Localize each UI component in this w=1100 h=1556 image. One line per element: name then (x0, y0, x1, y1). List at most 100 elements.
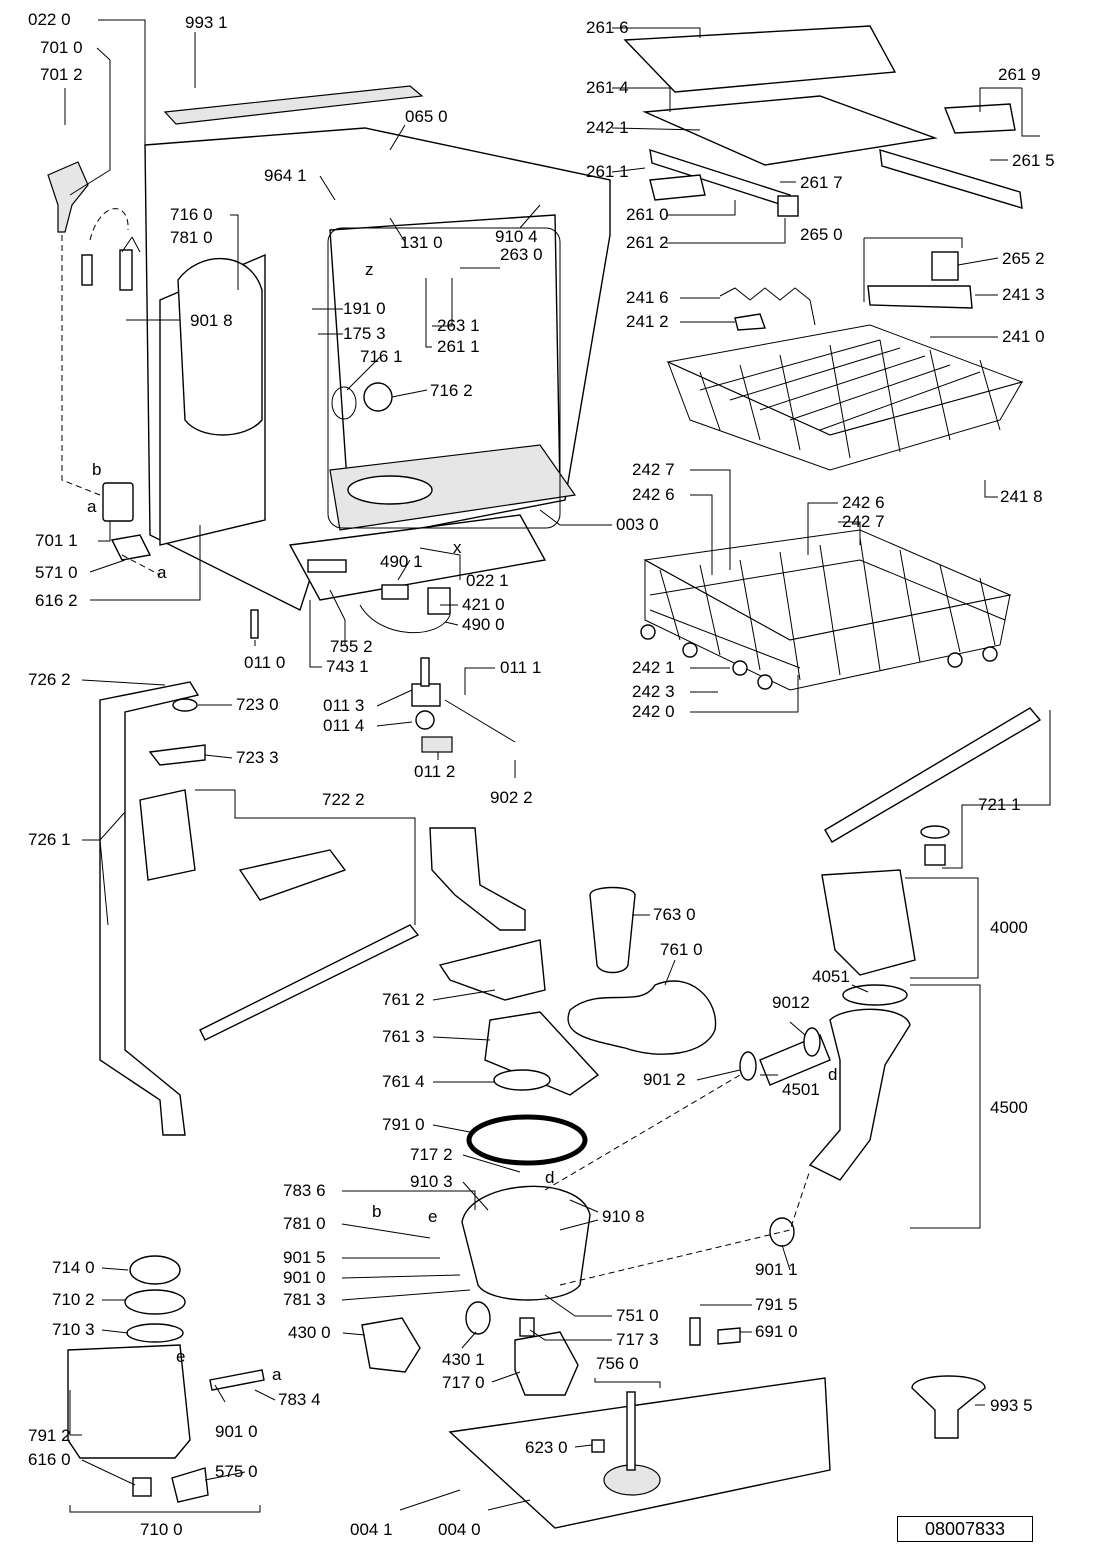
label-2427-b: 242 7 (842, 512, 885, 531)
pump-4300-part (361, 1317, 421, 1373)
bracket-2650-part (867, 285, 973, 309)
leader-lines (64, 19, 1051, 1513)
label-2631: 263 1 (437, 316, 480, 335)
label-2416: 241 6 (626, 288, 669, 307)
label-0041: 004 1 (350, 1520, 393, 1539)
label-4900: 490 0 (462, 615, 505, 634)
pad-0112-part (421, 736, 453, 753)
label-1310: 131 0 (400, 233, 443, 252)
label-7103: 710 3 (52, 1320, 95, 1339)
letter-e-2: e (176, 1347, 185, 1366)
label-6160: 616 0 (28, 1450, 71, 1469)
label-2630: 263 0 (500, 245, 543, 264)
seal-7103-part (126, 1323, 184, 1343)
foot-0113-part (411, 683, 441, 707)
letter-e-1: e (428, 1207, 437, 1226)
label-7222: 722 2 (322, 790, 365, 809)
label-7011: 701 1 (35, 531, 78, 550)
heater-7170-part (514, 1331, 579, 1396)
nut-7102-part (124, 1289, 186, 1315)
clip-2612-part (777, 195, 799, 217)
sensor-6910-part (689, 1317, 741, 1346)
label-5710: 571 0 (35, 563, 78, 582)
label-7140: 714 0 (52, 1258, 95, 1277)
label-7012: 701 2 (40, 65, 83, 84)
label-4300: 430 0 (288, 1323, 331, 1342)
label-2423: 242 3 (632, 682, 675, 701)
label-0650: 065 0 (405, 107, 448, 126)
seal-7614-part (493, 1069, 551, 1091)
label-2611-a: 261 1 (586, 162, 629, 181)
label-7261: 726 1 (28, 830, 71, 849)
label-2421-a: 242 1 (586, 118, 629, 137)
bracket-7612-part (438, 939, 546, 1001)
label-7612: 761 2 (382, 990, 425, 1009)
spring-7810-part (119, 249, 133, 291)
label-2420: 242 0 (632, 702, 675, 721)
rod-0113-part (420, 657, 430, 687)
label-1910: 191 0 (343, 299, 386, 318)
label-7160: 716 0 (170, 205, 213, 224)
door-seal-part (327, 227, 561, 529)
filter-plate-7610-part (567, 980, 717, 1055)
label-9931: 993 1 (185, 13, 228, 32)
bracket-6160-part (132, 1477, 152, 1497)
label-2412: 241 2 (626, 312, 669, 331)
label-9108: 910 8 (602, 1207, 645, 1226)
hub-7211-part (924, 844, 946, 866)
switch-5750-part (171, 1467, 209, 1503)
label-2650: 265 0 (800, 225, 843, 244)
label-9015: 901 5 (283, 1248, 326, 1267)
clamp-9012b-part (739, 1051, 757, 1081)
label-2652: 265 2 (1002, 249, 1045, 268)
bracket-2652-part (931, 251, 959, 281)
clamp-9012a-part (803, 1027, 821, 1057)
wheel-0114-part (415, 710, 435, 730)
rail-frame-part (642, 95, 938, 166)
label-0113: 011 3 (323, 696, 364, 715)
spring-left-part (81, 254, 93, 286)
label-9012-b: 901 2 (643, 1070, 686, 1089)
label-9022: 902 2 (490, 788, 533, 807)
cable-0111-part (444, 699, 516, 743)
parts-drawing (47, 25, 1042, 1529)
label-4301: 430 1 (442, 1350, 485, 1369)
label-7560: 756 0 (596, 1354, 639, 1373)
clamp-9011-part (769, 1217, 795, 1247)
label-9018: 901 8 (190, 311, 233, 330)
label-7910: 791 0 (382, 1115, 425, 1134)
connector-dash-3 (121, 554, 161, 576)
seal-7162-part (363, 382, 393, 412)
nut-7211-part (920, 825, 950, 839)
sensor-7173-part (519, 1317, 535, 1337)
base-tray-0040-part (448, 1377, 831, 1529)
label-9010-a: 901 0 (283, 1268, 326, 1287)
label-0221: 022 1 (466, 571, 509, 590)
label-7102: 710 2 (52, 1290, 95, 1309)
letter-z: z (365, 260, 374, 279)
sump-opening-part (347, 475, 433, 505)
label-7172: 717 2 (410, 1145, 453, 1164)
rail-2615-part (879, 149, 1023, 209)
label-0112: 011 2 (414, 762, 455, 781)
label-2427-a: 242 7 (632, 460, 675, 479)
top-rail-part (163, 85, 424, 125)
label-0030: 003 0 (616, 515, 659, 534)
sump-7510-part (461, 1185, 591, 1301)
label-7630: 763 0 (653, 905, 696, 924)
label-4000: 4000 (990, 918, 1028, 937)
nut-7230-part (172, 698, 198, 712)
label-4500: 4500 (990, 1098, 1028, 1117)
label-7810-b: 781 0 (283, 1214, 326, 1233)
label-2426-b: 242 6 (842, 493, 885, 512)
label-7162: 716 2 (430, 381, 473, 400)
label-6162: 616 2 (35, 591, 78, 610)
label-0111: 011 1 (500, 658, 541, 677)
upper-basket-part (666, 324, 1024, 471)
clip-2610-part (649, 174, 706, 201)
tub-floor-part (329, 444, 577, 531)
label-7614: 761 4 (382, 1072, 425, 1091)
label-0110: 011 0 (244, 653, 285, 672)
screw-0110-part (250, 609, 259, 639)
